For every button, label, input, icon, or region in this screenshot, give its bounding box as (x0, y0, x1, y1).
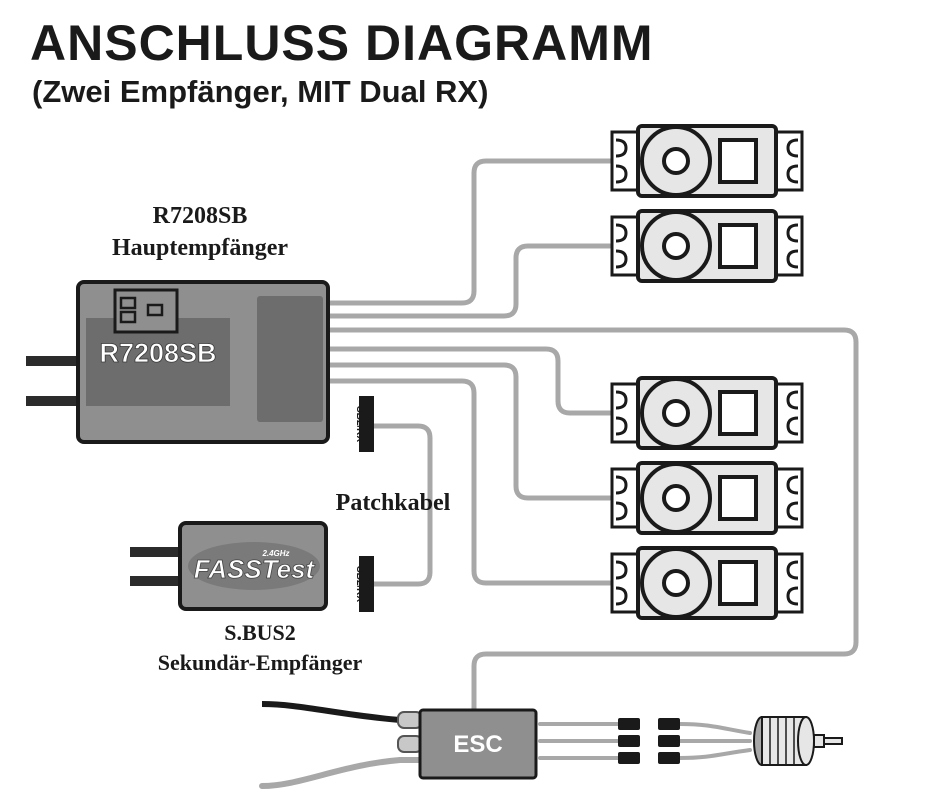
diagram-subtitle: (Zwei Empfänger, MIT Dual RX) (32, 74, 489, 109)
esc: ESC (397, 708, 538, 780)
secondary-receiver-bus-label: S.BUS2 (224, 620, 296, 645)
secondary-sbus2-connector: SB2/RX (352, 556, 374, 612)
servo-4 (610, 461, 804, 535)
diagram-title: ANSCHLUSS DIAGRAMM (30, 15, 654, 71)
secondary-receiver: FASSTest 2.4GHz (130, 521, 328, 611)
secondary-receiver-role-label: Sekundär-Empfänger (157, 650, 363, 675)
main-receiver: R7208SB (26, 280, 330, 444)
servo-wire-1 (325, 158, 613, 306)
servo-wire-4 (325, 362, 613, 501)
secondary-sbus2-port-label: SB2/RX (354, 566, 365, 602)
battery-wire-negative (259, 757, 423, 789)
servo-1 (610, 124, 804, 198)
servo-2 (610, 209, 804, 283)
esc-wire (325, 327, 859, 715)
patch-cable (369, 423, 433, 587)
fasstest-logo: FASSTest (194, 554, 316, 584)
servo-wire-3 (325, 346, 613, 416)
servo-wire-5 (325, 378, 613, 586)
main-sbus2-connector: SB2/RX (352, 396, 374, 452)
brushless-motor (753, 716, 843, 766)
fasstest-band-label: 2.4GHz (261, 549, 289, 558)
bullet-connectors (618, 718, 680, 764)
main-receiver-model-label: R7208SB (152, 203, 248, 229)
main-sbus2-port-label: SB2/RX (354, 406, 365, 442)
patch-cable-label: Patchkabel (335, 490, 451, 516)
esc-label: ESC (453, 731, 502, 758)
servo-wire-2 (325, 243, 613, 319)
servo-3 (610, 376, 804, 450)
servo-5 (610, 546, 804, 620)
battery-wire-positive (261, 701, 420, 723)
main-receiver-body-label: R7208SB (99, 338, 216, 368)
main-receiver-role-label: Hauptempfänger (112, 235, 288, 261)
